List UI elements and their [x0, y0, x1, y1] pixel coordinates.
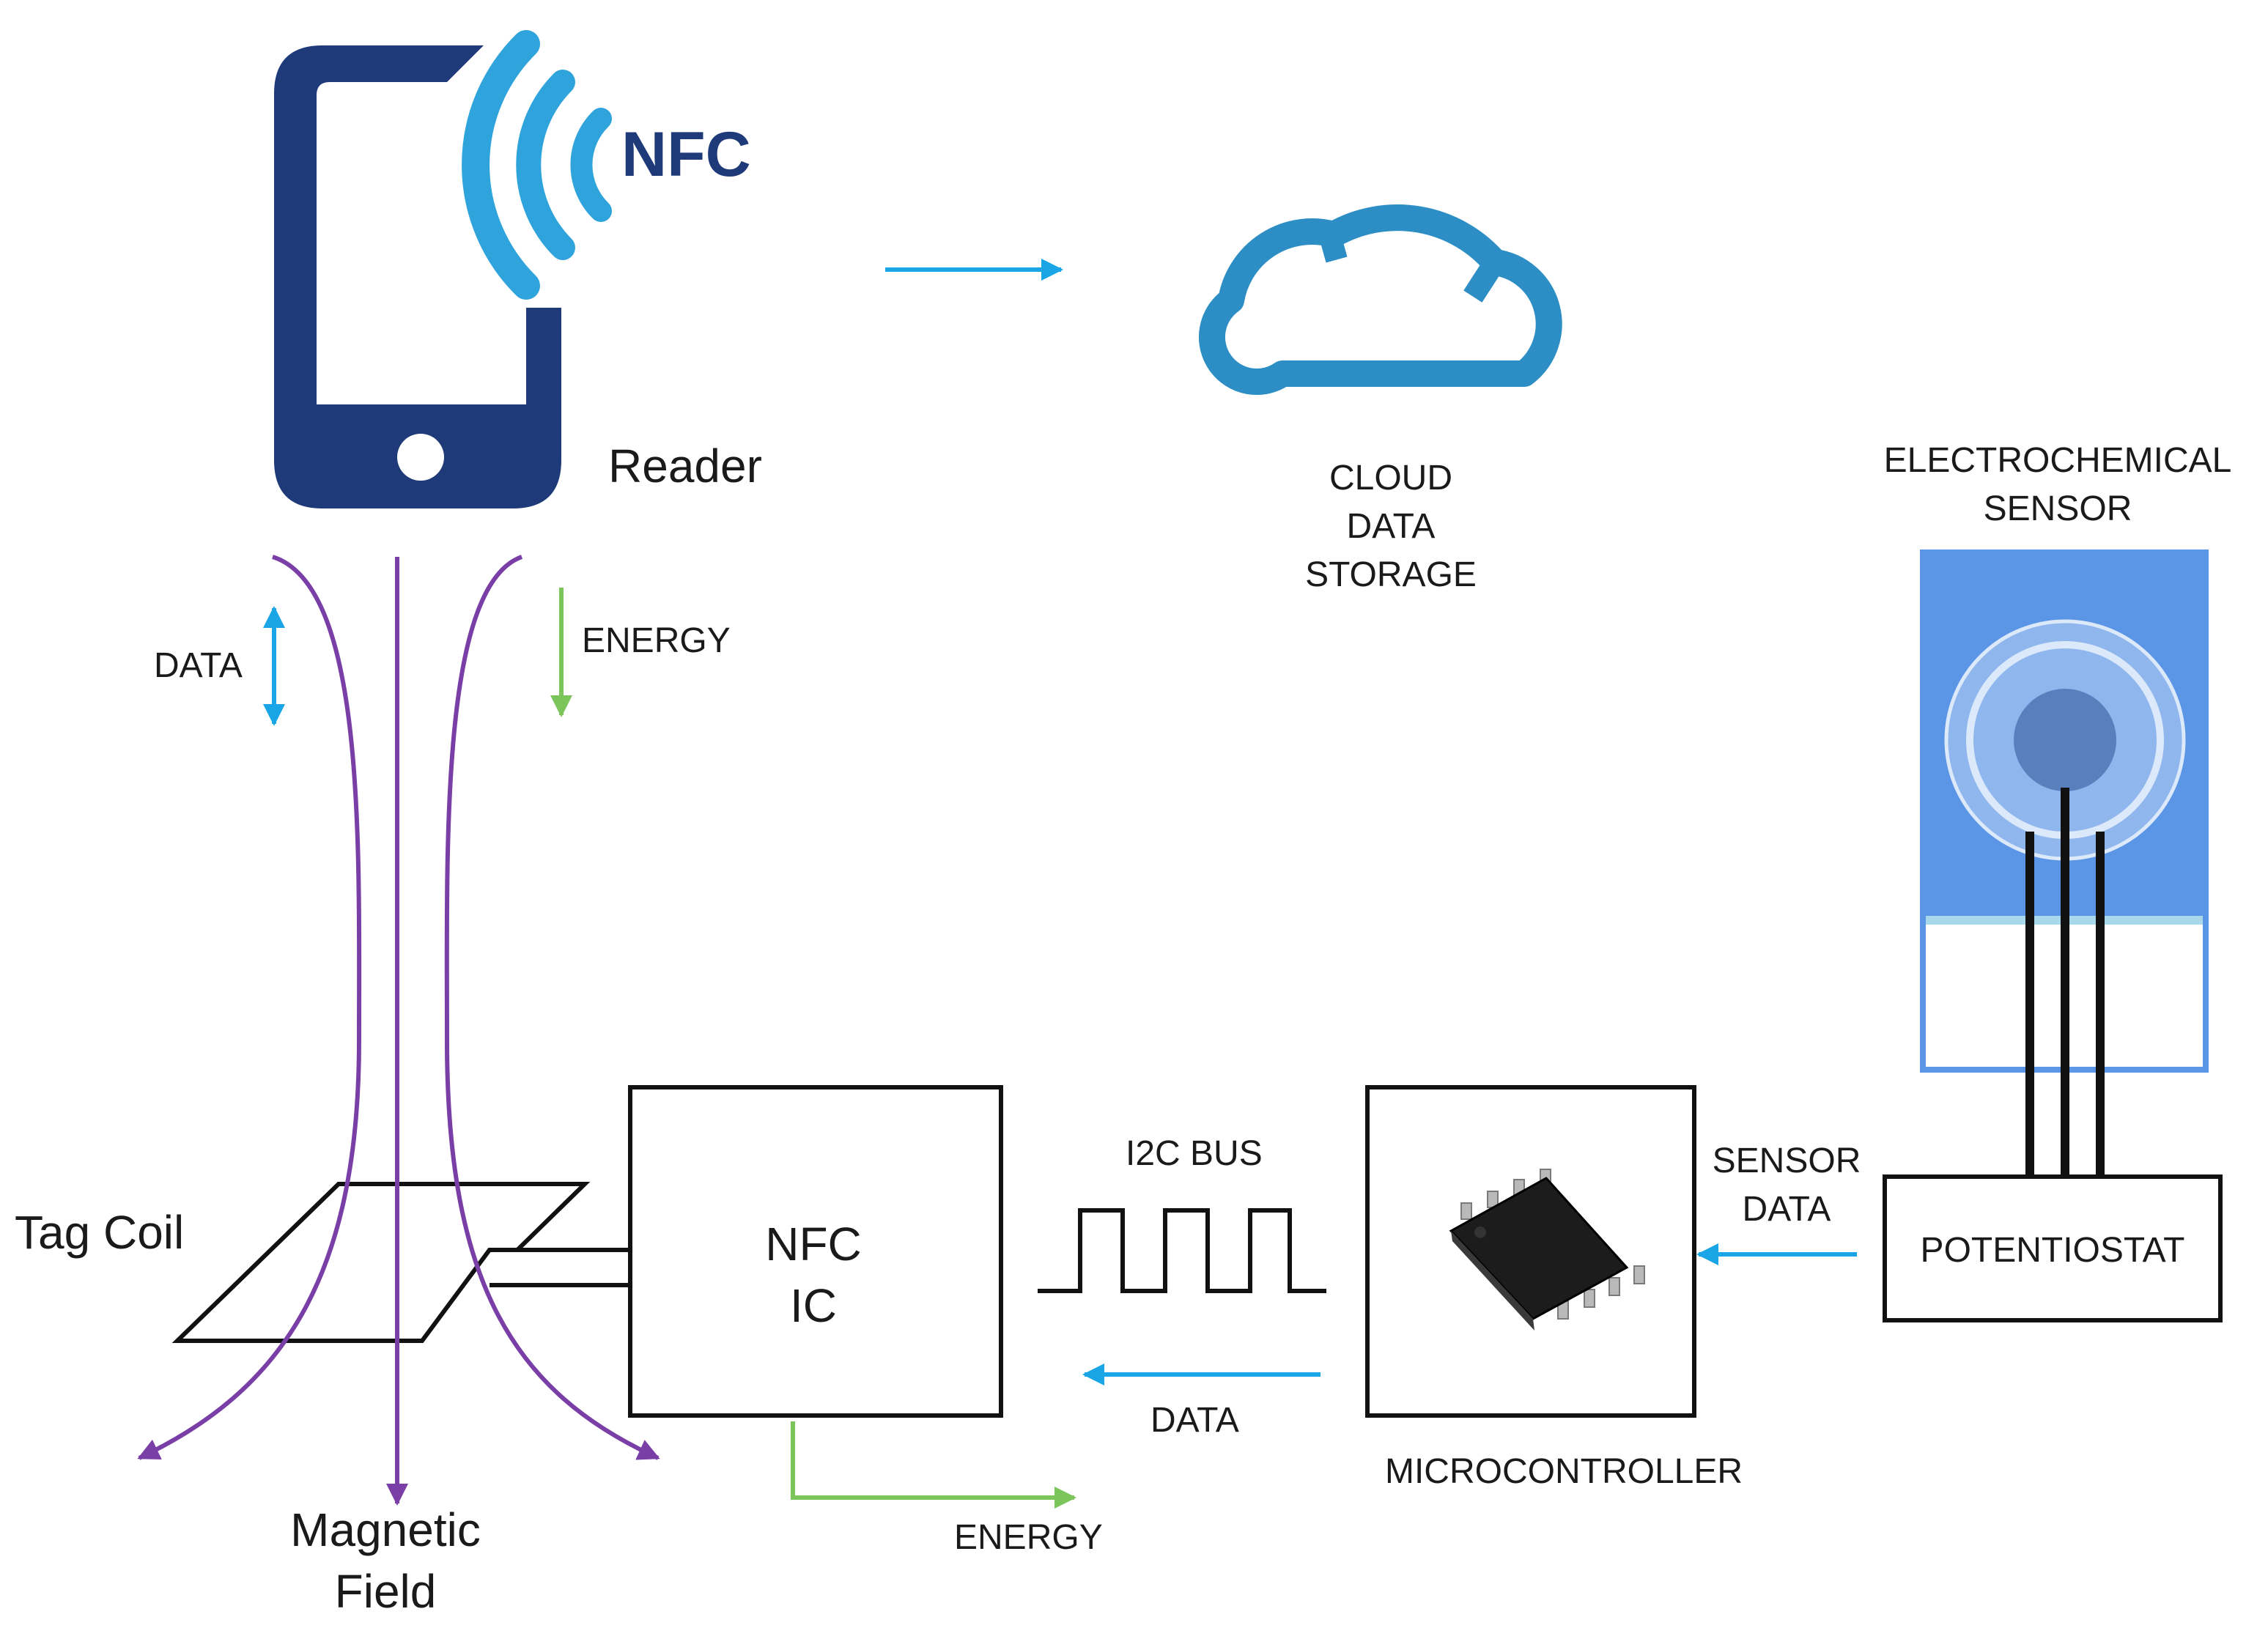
svg-text:IC: IC — [790, 1279, 837, 1332]
svg-text:DATA: DATA — [1743, 1190, 1831, 1229]
cloud-inner-stroke — [1316, 222, 1348, 263]
cloud-inner-stroke-2 — [1463, 247, 1510, 303]
chip-icon — [1449, 1169, 1645, 1331]
i2c-bus-label: I2C BUS — [1126, 1134, 1263, 1173]
svg-text:STORAGE: STORAGE — [1305, 555, 1477, 594]
cloud-icon — [1198, 204, 1562, 396]
energy-out-arrow — [791, 1421, 1076, 1509]
microcontroller-label: MICROCONTROLLER — [1385, 1452, 1743, 1491]
nfc-wave-icon — [462, 30, 612, 300]
smartphone-icon — [274, 45, 561, 508]
electrode-icon — [1944, 619, 2186, 1176]
data-top-label: DATA — [154, 646, 243, 685]
tag-coil-label: Tag Coil — [15, 1206, 184, 1259]
electrochemical-sensor-label: ELECTROCHEMICAL SENSOR — [1884, 441, 2232, 528]
nfc-logo-text: NFC — [621, 119, 751, 190]
svg-text:ELECTROCHEMICAL: ELECTROCHEMICAL — [1884, 441, 2232, 480]
potentiostat-box — [1883, 1174, 2223, 1322]
magnetic-field-lines — [137, 555, 660, 1506]
electrochemical-sensor — [1920, 550, 2209, 1176]
reader-label: Reader — [608, 440, 762, 492]
data-bottom-label: DATA — [1150, 1401, 1239, 1440]
magnetic-field-label: Magnetic Field — [290, 1503, 481, 1618]
sensor-data-label: SENSOR DATA — [1713, 1142, 1861, 1229]
potentiostat-label: POTENTIOSTAT — [1921, 1231, 2185, 1270]
i2c-square-wave — [1038, 1208, 1326, 1293]
energy-bottom-label: ENERGY — [954, 1518, 1103, 1557]
svg-text:DATA: DATA — [1347, 507, 1436, 546]
energy-top-label: ENERGY — [582, 621, 731, 660]
svg-text:Field: Field — [335, 1565, 437, 1618]
svg-text:NFC: NFC — [765, 1218, 862, 1270]
svg-text:SENSOR: SENSOR — [1984, 489, 2132, 528]
svg-text:SENSOR: SENSOR — [1713, 1142, 1861, 1180]
svg-text:Magnetic: Magnetic — [290, 1503, 481, 1556]
svg-text:CLOUD: CLOUD — [1329, 459, 1452, 497]
tag-coil — [171, 1182, 629, 1343]
nfc-ic-box — [628, 1085, 1003, 1418]
cloud-label: CLOUD DATA STORAGE — [1305, 459, 1477, 594]
nfc-ic-label: NFC IC — [765, 1218, 862, 1332]
home-button-icon — [397, 434, 444, 481]
